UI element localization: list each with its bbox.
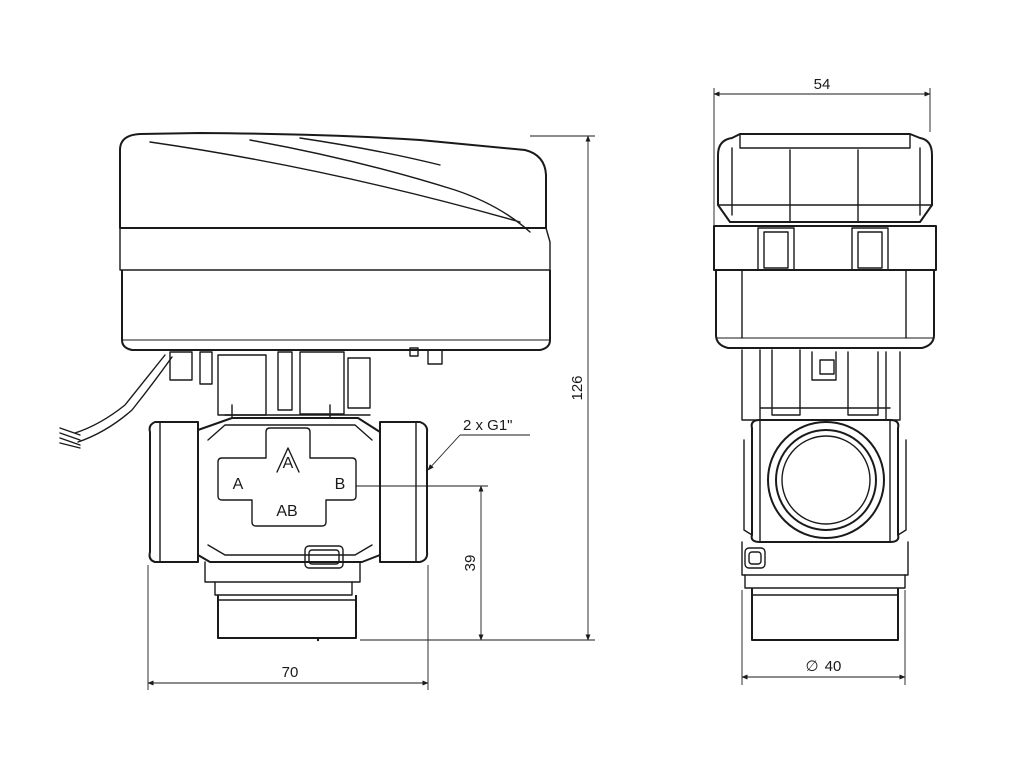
port-label-a-top: A xyxy=(283,455,294,472)
dim-label-70: 70 xyxy=(282,664,299,681)
dim-width-front: 70 xyxy=(147,565,429,690)
front-view: A A B AB 2 x G1" 70 39 xyxy=(59,132,595,690)
thread-callout: 2 x G1" xyxy=(427,417,530,471)
valve-body-side xyxy=(741,419,909,641)
bracket-side xyxy=(741,349,901,421)
dim-label-39: 39 xyxy=(462,555,479,572)
diameter-symbol: ∅ xyxy=(805,658,818,675)
port-labels: A A B AB xyxy=(233,447,346,520)
port-label-ab: AB xyxy=(276,503,297,520)
side-view: 54 ∅ 40 xyxy=(713,76,937,685)
dim-diameter: ∅ 40 xyxy=(741,590,906,685)
dim-height-axis: 39 xyxy=(356,485,488,641)
thread-callout-label: 2 x G1" xyxy=(463,417,513,434)
port-label-a-left: A xyxy=(233,476,244,493)
dim-label-126: 126 xyxy=(569,375,586,400)
actuator-housing-side xyxy=(713,133,937,349)
dim-label-54: 54 xyxy=(814,76,831,93)
dim-label-40: 40 xyxy=(825,658,842,675)
cable xyxy=(59,354,173,449)
dim-width-side: 54 xyxy=(713,76,931,225)
valve-body-front xyxy=(148,417,429,642)
dim-height-total: 126 xyxy=(360,135,595,641)
actuator-housing-front xyxy=(119,132,551,351)
a-top-outline xyxy=(276,447,300,473)
port-label-b: B xyxy=(335,476,346,493)
bracket-front xyxy=(169,347,443,419)
